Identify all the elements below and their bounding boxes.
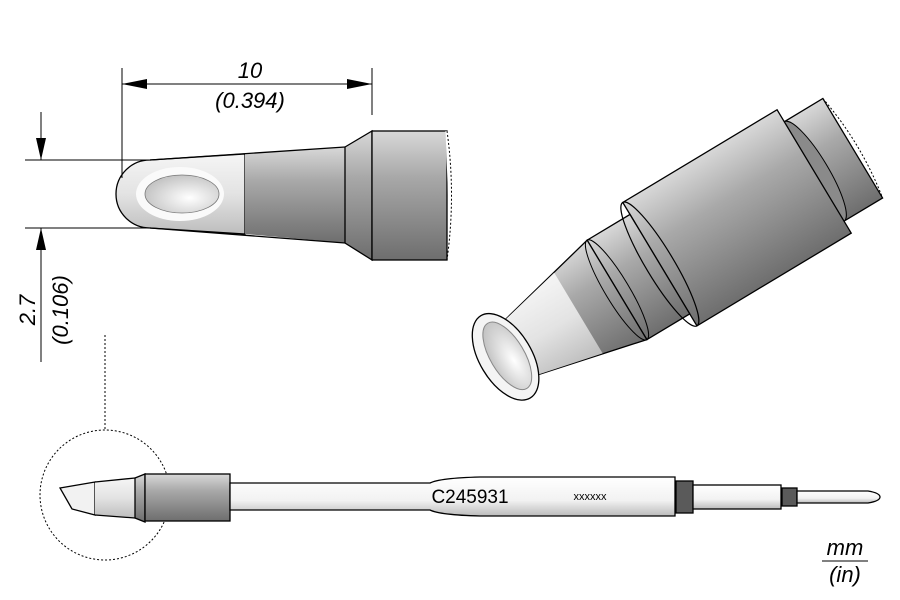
tip-3d-view (471, 97, 884, 401)
length-mm-label: 10 (238, 58, 263, 83)
dimension-length: 10 (0.394) (121, 58, 373, 178)
dimension-width: 2.7 (0.106) (15, 112, 150, 362)
tip-side-view (115, 129, 454, 262)
unit-secondary-label: (in) (829, 562, 861, 587)
width-mm-label: 2.7 (15, 294, 40, 326)
units-legend: mm (in) (822, 535, 868, 587)
length-in-label: (0.394) (215, 88, 285, 113)
unit-primary-label: mm (827, 535, 864, 560)
part-marking-label: xxxxxx (574, 491, 608, 503)
tip-full-view: C245931 xxxxxx (58, 473, 881, 523)
part-code-label: C245931 (431, 487, 508, 508)
width-in-label: (0.106) (48, 275, 73, 345)
